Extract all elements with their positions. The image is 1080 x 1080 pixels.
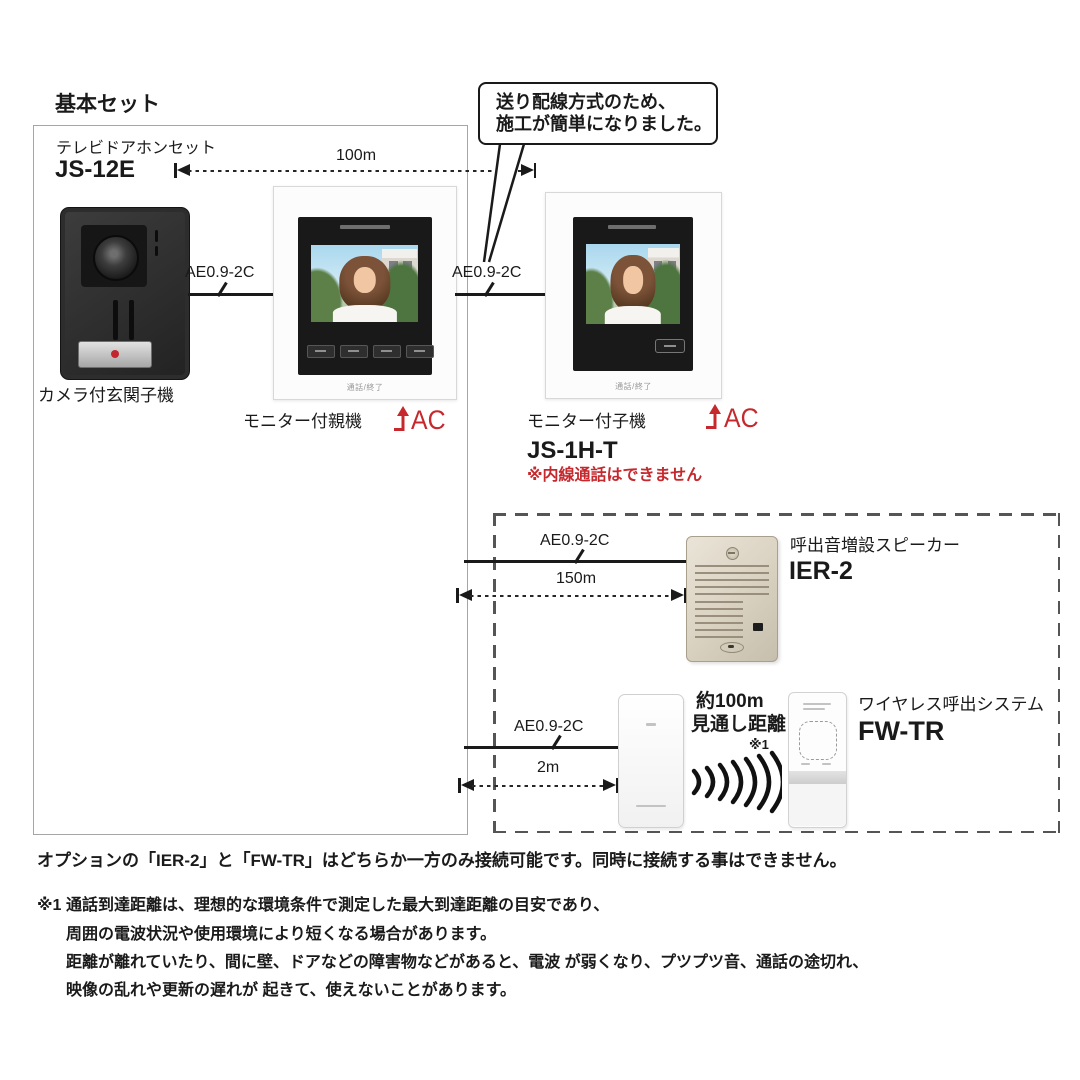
wireless-range-line1: 約100m <box>696 691 764 712</box>
distance-150m-arrow <box>456 588 686 603</box>
options-dashed-box <box>493 513 1060 833</box>
door-camera <box>81 225 147 287</box>
receiver-band <box>789 771 846 784</box>
cable-label-1: AE0.9-2C <box>185 264 255 281</box>
main-monitor-device: 通話/終了 <box>273 186 457 400</box>
option-restriction-note: オプションの「IER-2」と「FW-TR」はどちらか一方のみ接続可能です。同時に… <box>37 851 847 870</box>
wire-to-transmitter <box>464 746 618 749</box>
screw-icon <box>726 547 739 560</box>
photo-visitor-face <box>623 266 643 294</box>
receiver-button <box>799 721 837 760</box>
wireless-transmitter-device <box>618 694 684 828</box>
receiver-text-mark <box>803 708 825 710</box>
callout-line1: 送り配線方式のため、 <box>496 92 676 112</box>
wireless-range-line2: 見通し距離 <box>691 714 787 735</box>
door-station-label: カメラ付玄関子機 <box>38 386 174 405</box>
sub-monitor-model: JS-1H-T <box>527 437 618 464</box>
monitor-button <box>655 339 685 353</box>
speaker-switch <box>753 623 763 631</box>
radio-waves-icon <box>691 750 782 814</box>
cable-label-4: AE0.9-2C <box>514 718 584 735</box>
sub-monitor-label: モニター付子機 <box>527 412 646 431</box>
brand-mark <box>608 225 656 229</box>
receiver-text-mark <box>803 703 831 705</box>
speaker-grille <box>695 601 743 641</box>
photo-visitor-shirt <box>604 306 662 324</box>
wireless-range-ref: ※1 <box>749 737 769 752</box>
speaker-device <box>686 536 778 662</box>
mic-slot <box>129 300 134 340</box>
wireless-receiver-device <box>788 692 847 828</box>
monitor-button <box>307 345 335 358</box>
main-monitor-caption: 通話/終了 <box>346 383 384 392</box>
monitor-button <box>373 345 401 358</box>
door-station-device <box>60 207 190 380</box>
speaker-model: IER-2 <box>789 557 853 585</box>
speaker-grille <box>695 565 769 598</box>
speaker-label: 呼出音増設スピーカー <box>790 536 960 555</box>
footnote-line-4: 映像の乱れや更新の遅れが 起きて、使えないことがあります。 <box>66 982 517 999</box>
photo-visitor-shirt <box>332 305 397 322</box>
receiver-label-mark <box>822 763 831 765</box>
wireless-model: FW-TR <box>858 716 945 746</box>
call-button <box>78 341 152 368</box>
speaker-lower-mark <box>720 642 744 653</box>
distance-2m-arrow <box>458 778 618 793</box>
screen-photo <box>586 244 680 324</box>
main-monitor-label: モニター付親機 <box>243 412 362 431</box>
distance-100m-label: 100m <box>336 147 377 164</box>
photo-visitor-face <box>353 266 376 293</box>
call-button-led <box>111 350 119 358</box>
monitor-button <box>340 345 368 358</box>
cable-label-3: AE0.9-2C <box>540 532 610 549</box>
brand-mark <box>340 225 390 229</box>
cable-label-2: AE0.9-2C <box>452 264 522 281</box>
receiver-lower-body <box>789 784 846 826</box>
camera-lens-icon <box>93 235 139 281</box>
callout-line2: 施工が簡単になりました。 <box>496 113 712 134</box>
wireless-label: ワイヤレス呼出システム <box>858 695 1044 714</box>
page-title: 基本セット <box>55 93 160 116</box>
sub-monitor-note: ※内線通話はできません <box>527 467 703 484</box>
set-model: JS-12E <box>55 156 136 183</box>
set-label: テレビドアホンセット <box>56 140 217 157</box>
footnote-line-3: 距離が離れていたり、間に壁、ドアなどの障害物などがあると、電波 が弱くなり、プツ… <box>66 954 869 971</box>
wire-main-to-sub <box>455 293 545 296</box>
footnote-line-2: 周囲の電波状況や使用環境により短くなる場合があります。 <box>66 926 497 943</box>
main-monitor-panel <box>298 217 434 375</box>
callout-box: 送り配線方式のため、 施工が簡単になりました。 <box>478 82 718 145</box>
wire-door-to-main <box>188 293 274 296</box>
callout-tail <box>482 143 526 263</box>
mic-slot <box>113 300 118 340</box>
sub-ac-label: AC <box>724 403 759 433</box>
speaker-slit <box>155 230 158 242</box>
sub-monitor-device: 通話/終了 <box>545 192 722 399</box>
distance-2m-label: 2m <box>537 759 560 776</box>
ac-plug-arrow-icon <box>706 404 721 429</box>
footnote-ref: ※1 <box>37 897 62 914</box>
ac-plug-arrow-icon <box>394 406 409 431</box>
receiver-label-mark <box>801 763 810 765</box>
footnote-line-1: 通話到達距離は、理想的な環境条件で測定した最大到達距離の目安であり、 <box>66 897 610 914</box>
main-ac-label: AC <box>411 405 446 435</box>
transmitter-text-mark <box>636 805 666 807</box>
sub-monitor-panel <box>573 217 693 371</box>
distance-100m-arrow <box>174 163 536 178</box>
transmitter-mark <box>646 723 656 726</box>
screen-photo <box>311 245 418 322</box>
distance-150m-label: 150m <box>556 570 597 587</box>
monitor-button <box>406 345 434 358</box>
speaker-slit <box>155 246 158 256</box>
sub-monitor-caption: 通話/終了 <box>615 382 652 391</box>
